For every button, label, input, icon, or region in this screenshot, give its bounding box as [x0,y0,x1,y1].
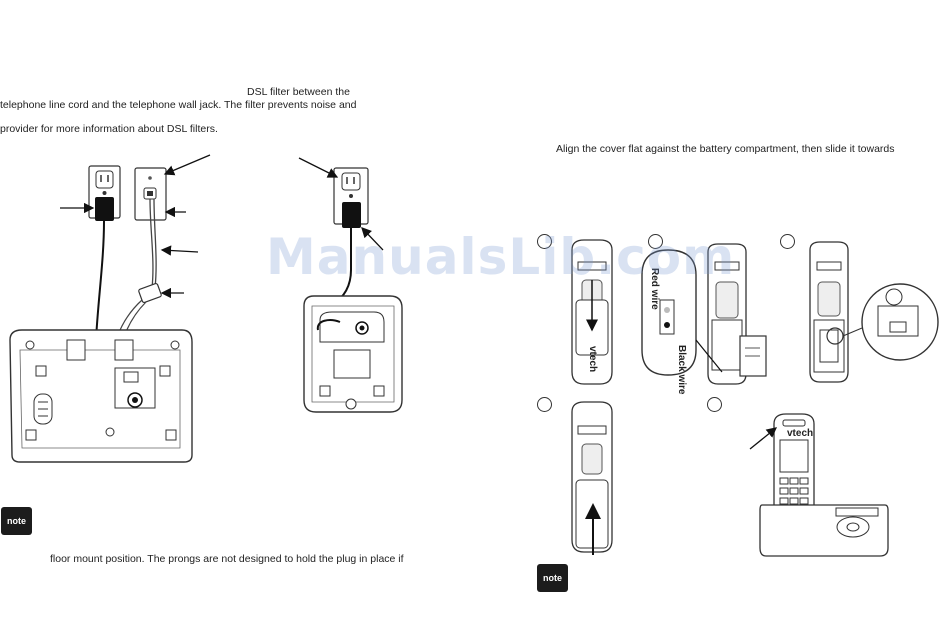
step-2-indicator [648,234,663,249]
red-wire-label: Red wire [649,268,660,310]
step-1-indicator [537,234,552,249]
step-5-indicator [707,397,722,412]
dsl-filter [138,282,162,304]
brand-logo: vtech [787,428,813,439]
step-5-charge-handset: vtech [749,413,889,557]
battery-cover-instruction: Align the cover flat against the battery… [556,143,895,155]
note-badge-right: note [537,564,568,592]
step-3-insert-battery [809,241,939,383]
wall-mount-installation [298,157,403,413]
note-text-left: floor mount position. The prongs are not… [50,553,404,565]
dsl-filter-text-line-3: provider for more information about DSL … [0,123,218,135]
dsl-filter-text-line-1: DSL filter between the [247,86,350,98]
dsl-wall-installation [9,154,211,463]
wall-power-adapter [342,202,361,228]
telephone-base [9,329,193,463]
black-wire-label: Black wire [676,345,687,395]
step-2-plug-battery: Red wire Black wire [641,243,767,395]
step-4-replace-cover [571,401,613,555]
dsl-filter-text-line-2: telephone line cord and the telephone wa… [0,99,357,111]
note-badge-left: note [1,507,32,535]
power-adapter [95,197,114,221]
step-3-indicator [780,234,795,249]
svg-text:vtech: vtech [587,346,598,372]
step-1-remove-cover: vtech [571,239,613,385]
step-4-indicator [537,397,552,412]
